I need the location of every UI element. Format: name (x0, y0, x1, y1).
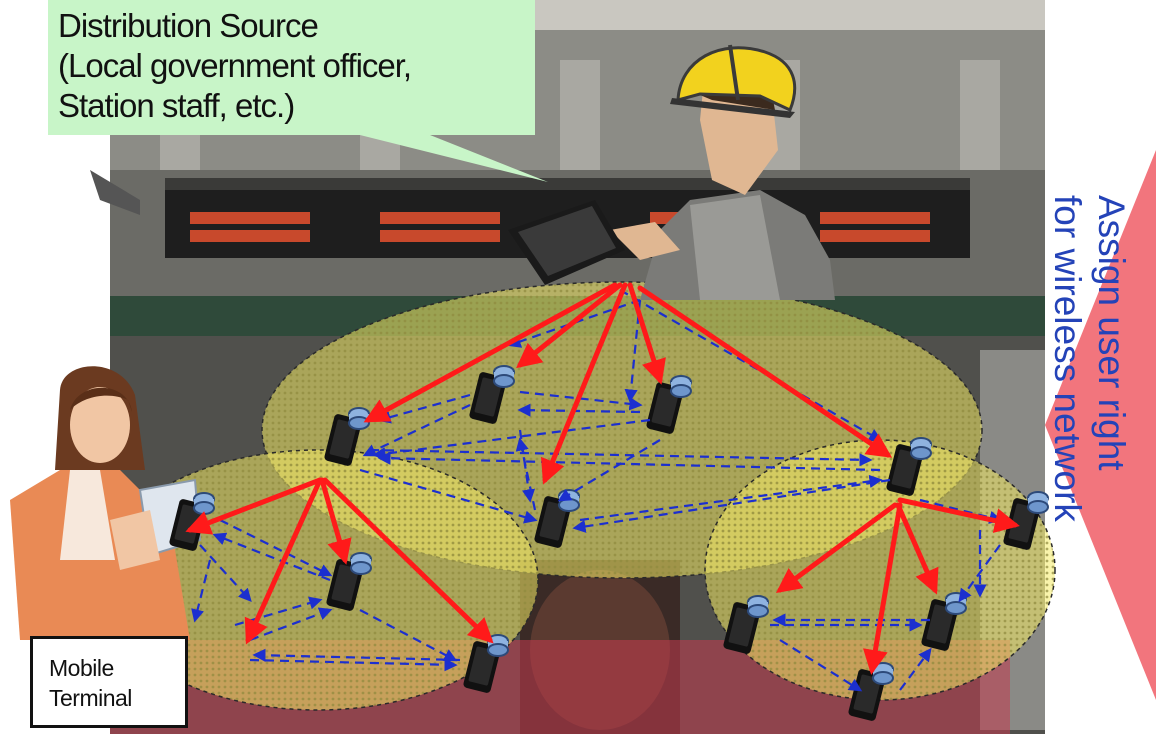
mobile-terminal-line-2: Terminal (49, 685, 132, 711)
coverage-cells (97, 281, 1056, 711)
callout-line-3: Station staff, etc.) (58, 87, 295, 124)
callout-line-2: (Local government officer, (58, 47, 412, 84)
mobile-terminal-label: Mobile Terminal (30, 636, 188, 728)
side-banner (1045, 150, 1156, 700)
callout-text: Distribution Source (Local government of… (58, 6, 528, 126)
callout-bubble (48, 0, 548, 182)
woman-with-tablet-figure (10, 366, 202, 640)
distribution-arrows (185, 282, 1020, 675)
coverage-cell-right (704, 439, 1056, 701)
station-staff-figure (610, 44, 835, 300)
side-banner-text: Assign user right for wireless network (1045, 195, 1133, 522)
side-banner-line-1: Assign user right (1091, 195, 1132, 471)
callout-line-1: Distribution Source (58, 7, 319, 44)
side-banner-line-2: for wireless network (1047, 195, 1088, 522)
mobile-terminal-line-1: Mobile (49, 655, 114, 681)
tablet-icon (508, 200, 625, 285)
